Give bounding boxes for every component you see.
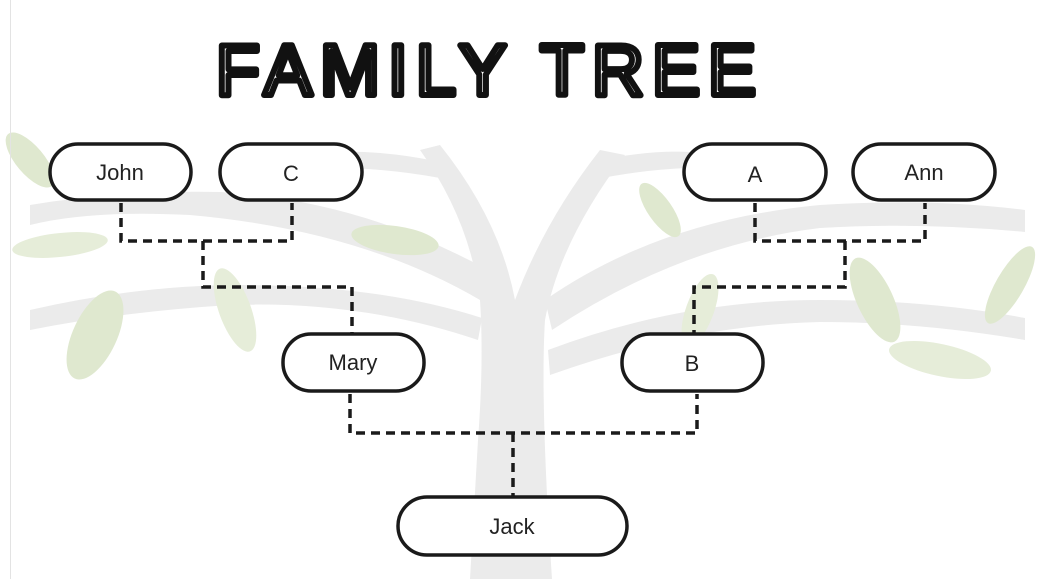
node-box [48, 142, 193, 202]
tree-trunk [420, 145, 625, 579]
person-name: Mary [329, 350, 378, 375]
connector-aann-b [692, 241, 847, 338]
node-box [620, 332, 765, 393]
leaf [849, 257, 901, 343]
connectors [119, 203, 927, 498]
node-box [218, 142, 364, 202]
tree-branch-right [545, 202, 1025, 330]
node-mary: Mary [281, 332, 426, 393]
person-name: John [96, 160, 144, 185]
leaf [351, 224, 439, 256]
node-jack: Jack [396, 495, 629, 557]
tree-branch-top-right [592, 151, 690, 180]
person-name: C [283, 161, 299, 186]
leaf [5, 132, 55, 188]
node-box [281, 332, 426, 393]
left-border [10, 0, 11, 579]
leaf [12, 232, 108, 258]
node-c: C [218, 142, 364, 202]
tree-branch-left-lower [30, 285, 482, 340]
leaf [681, 273, 719, 347]
node-box [396, 495, 629, 557]
leaf [66, 290, 124, 380]
person-name: Jack [489, 514, 535, 539]
person-name: Ann [904, 160, 943, 185]
leaf [889, 340, 991, 380]
node-a: A [682, 142, 828, 202]
connector-johnc-mary [201, 241, 354, 338]
person-name: A [748, 162, 763, 187]
node-box [851, 142, 997, 202]
connector-a-ann [753, 203, 927, 243]
node-b: B [620, 332, 765, 393]
leaf [984, 246, 1036, 324]
tree-branch-right-lower [548, 300, 1025, 375]
connector-mary-b [348, 394, 699, 435]
leaf [213, 268, 257, 352]
leaf [639, 182, 681, 238]
connector-john-c [119, 203, 294, 243]
node-ann: Ann [851, 142, 997, 202]
tree-illustration [5, 132, 1036, 579]
page-title: FAMILY TREE [216, 31, 764, 111]
node-john: John [48, 142, 193, 202]
node-box [682, 142, 828, 202]
person-name: B [685, 351, 700, 376]
